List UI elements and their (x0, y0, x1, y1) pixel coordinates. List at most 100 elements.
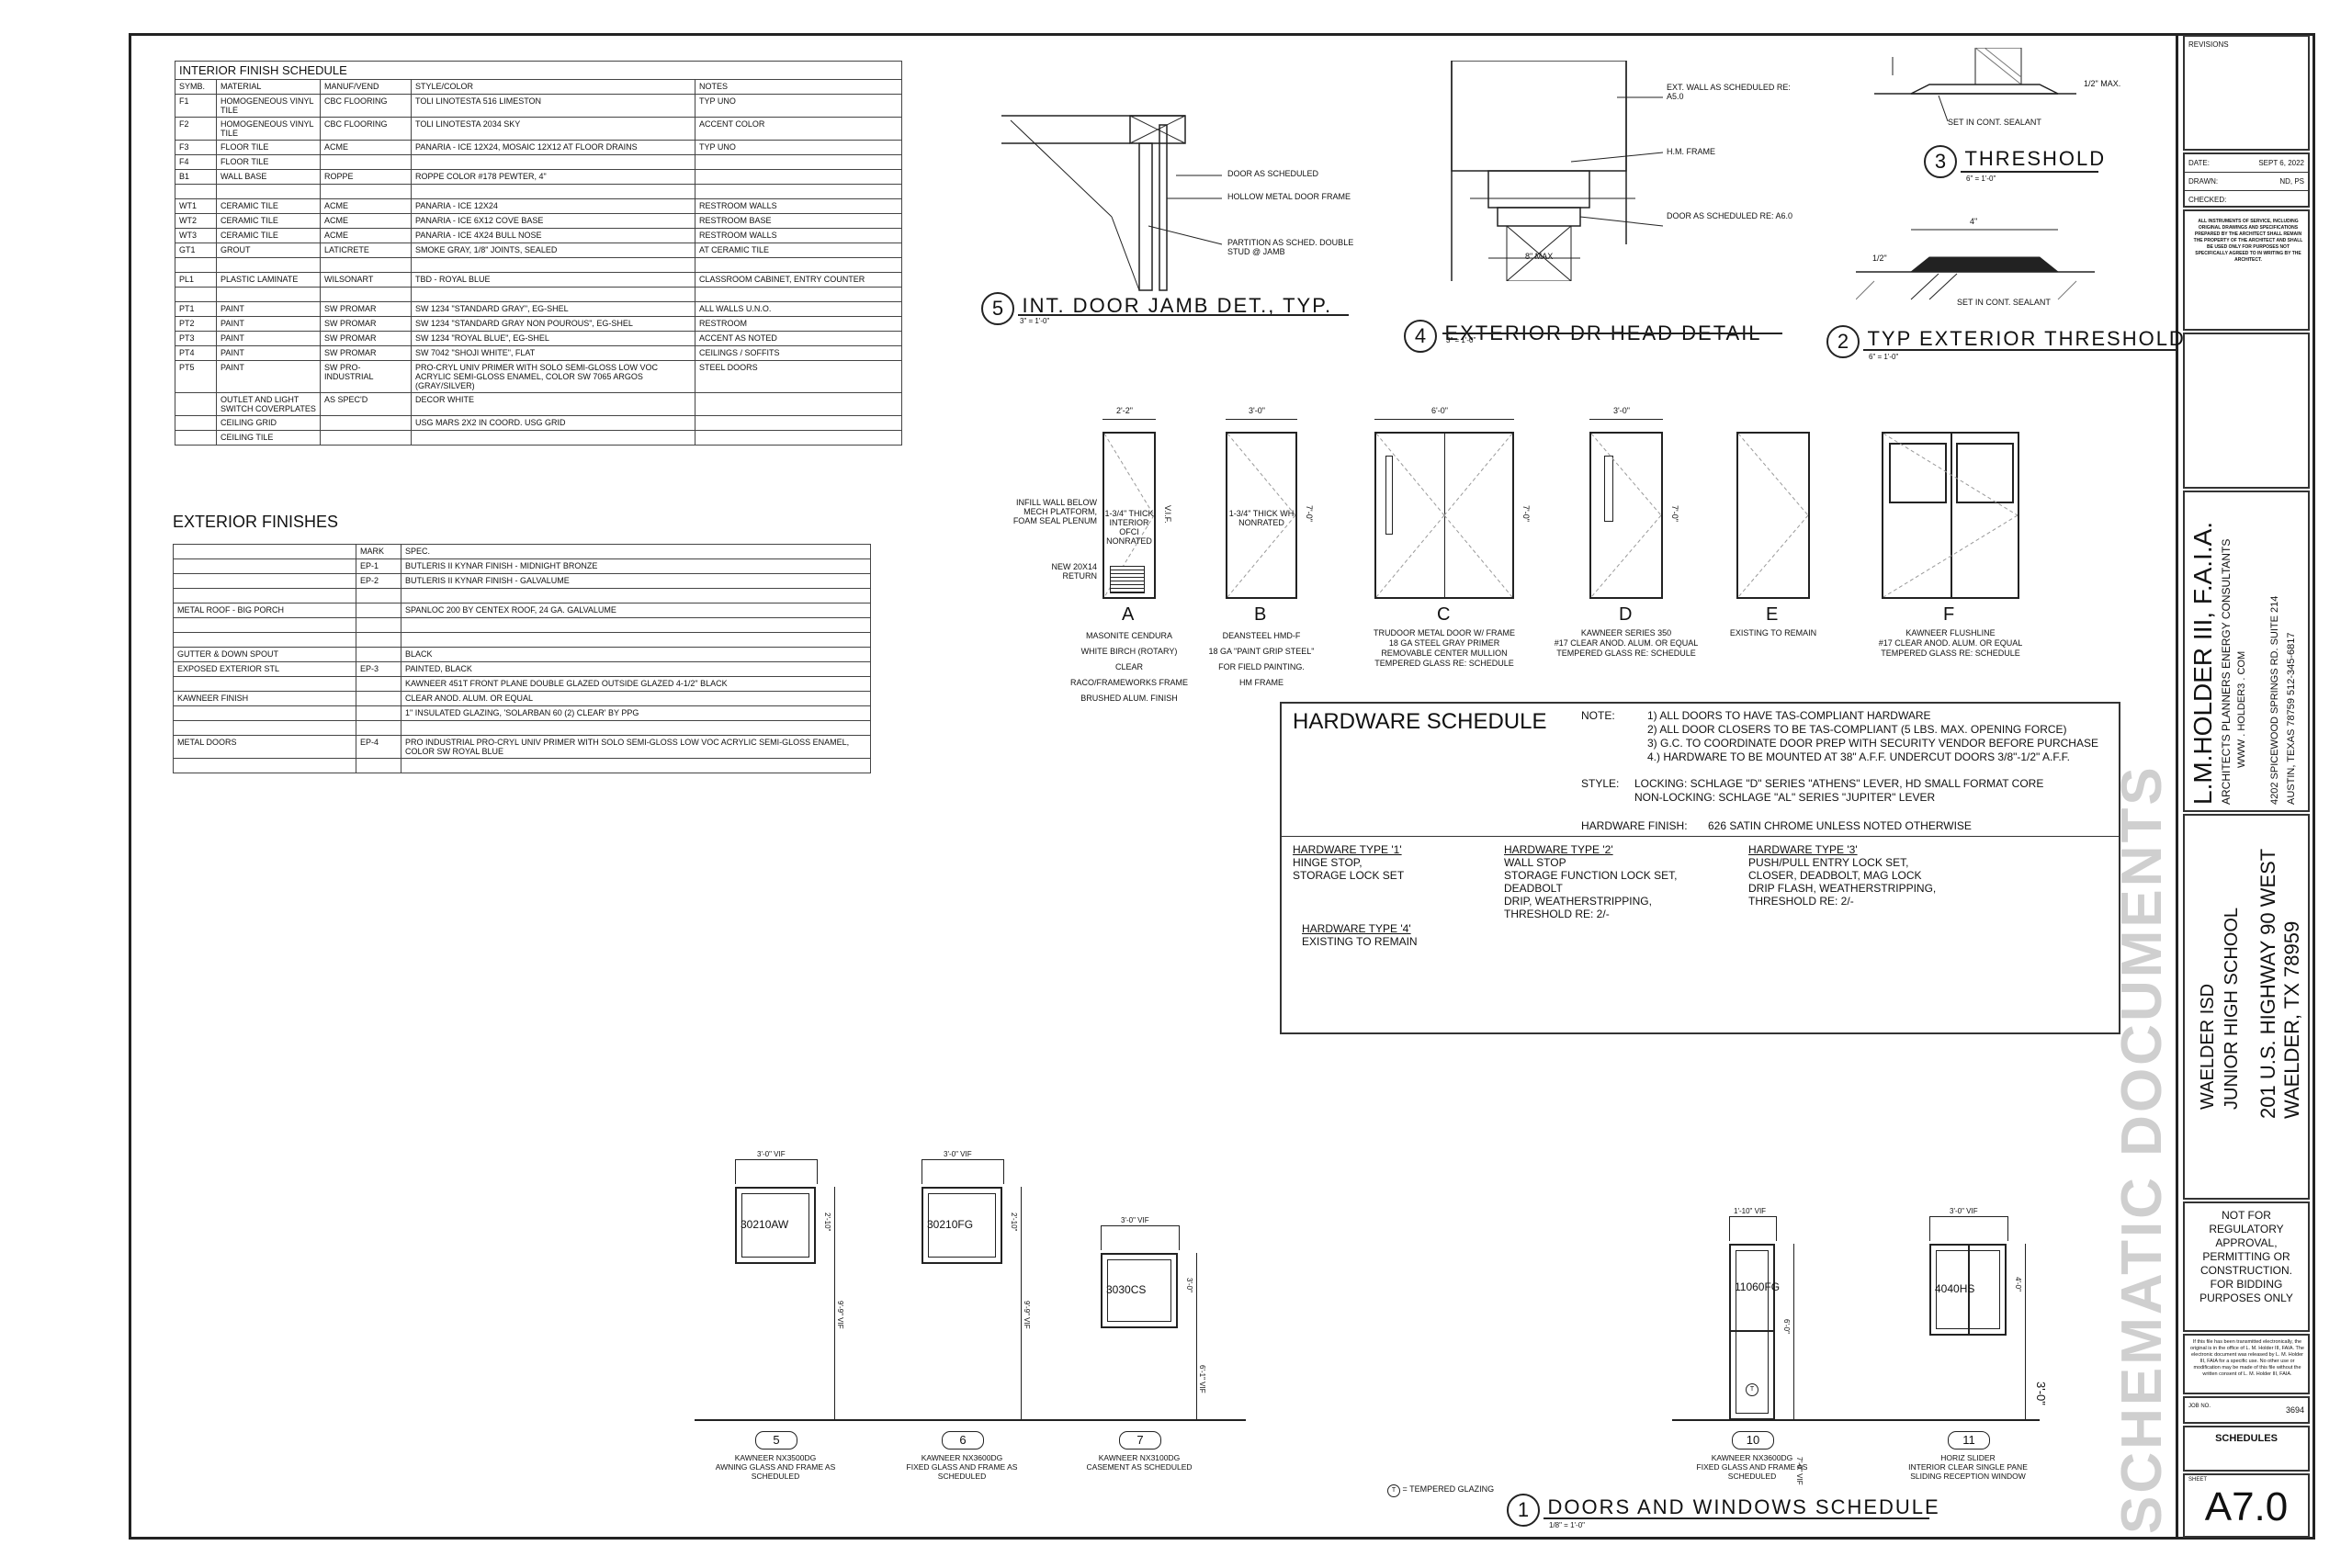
hardware-style-label: STYLE: (1581, 777, 1620, 790)
column-header: NOTES (695, 79, 902, 95)
hardware-type-label: HARDWARE TYPE '1' (1293, 843, 1402, 856)
table-cell: F1 (175, 94, 217, 118)
stamp-line: FOR BIDDING (2210, 1278, 2283, 1291)
stamp-line: REGULATORY (2209, 1223, 2284, 1235)
table-cell: SW PROMAR (320, 316, 412, 332)
detail-5-scale: 3" = 1'-0" (1020, 317, 1050, 325)
table-cell: USG MARS 2X2 IN COORD. USG GRID (411, 415, 695, 431)
window-tag: 5 (755, 1431, 797, 1450)
window-elevation-6 (922, 1187, 1002, 1264)
table-cell: CLEAR ANOD. ALUM. OR EQUAL (401, 691, 871, 706)
window-tag: 10 (1732, 1431, 1774, 1450)
client-name: WAELDER ISD (2198, 983, 2218, 1110)
tempered-glazing-text: = TEMPERED GLAZING (1402, 1484, 1495, 1494)
table-cell: PAINT (216, 345, 321, 361)
tempered-glazing-legend: T = TEMPERED GLAZING (1387, 1484, 1494, 1497)
door-height-dim: 7'-0" (1521, 505, 1531, 522)
table-cell (356, 720, 401, 736)
table-cell: PRO-CRYL UNIV PRIMER WITH SOLO SEMI-GLOS… (411, 360, 695, 393)
door-width-dim: 3'-0" (1613, 406, 1630, 415)
table-cell: ACME (320, 140, 412, 155)
stamp-line: PURPOSES ONLY (2199, 1292, 2293, 1304)
detail-3-underline (1961, 171, 2098, 173)
table-cell (356, 588, 401, 604)
detail-number: 3 (1924, 145, 1957, 178)
column-header: SPEC. (401, 544, 871, 559)
hardware-type-line: PUSH/PULL ENTRY LOCK SET, (1748, 856, 1909, 869)
table-cell (411, 430, 695, 446)
interior-finish-title: INTERIOR FINISH SCHEDULE (175, 61, 902, 80)
drawn-value: ND, PS (2279, 177, 2304, 186)
table-cell (695, 184, 902, 199)
table-cell: SW 1234 "STANDARD GRAY NON POUROUS", EG-… (411, 316, 695, 332)
table-cell (173, 676, 356, 692)
table-row (175, 287, 902, 302)
door-description-line: CLEAR (1114, 662, 1143, 671)
jamb-note-3: PARTITION AS SCHED. DOUBLE STUD @ JAMB (1227, 238, 1354, 256)
table-cell: CERAMIC TILE (216, 198, 321, 214)
window-elevation-11 (1929, 1244, 2007, 1336)
table-cell (695, 169, 902, 185)
door-swing-lines (1376, 434, 1512, 597)
table-cell: SW 1234 "STANDARD GRAY", EG-SHEL (411, 301, 695, 317)
window-tag-number: 7 (1136, 1433, 1144, 1447)
window-tag: 11 (1948, 1431, 1990, 1450)
window-width-dim: 3'-0" VIF (1950, 1207, 1978, 1215)
detail-title: THRESHOLD (1964, 147, 2107, 171)
schedule-1-scale: 1/8" = 1'-0" (1549, 1521, 1586, 1529)
table-cell (173, 720, 356, 736)
hardware-type-line: DEADBOLT (1504, 882, 1563, 895)
transmit-box: If this file has been transmitted electr… (2183, 1334, 2310, 1394)
door-swing-lines (1738, 434, 1808, 597)
table-cell: 1" INSULATED GLAZING, 'SOLARBAN 60 (2) C… (401, 705, 871, 721)
window-ground-line-1 (695, 1419, 1246, 1421)
project-address: 201 U.S. HIGHWAY 90 WEST (2256, 848, 2279, 1119)
table-cell: SW 1234 "ROYAL BLUE", EG-SHEL (411, 331, 695, 346)
window-description-line: KAWNEER NX3500DG (734, 1453, 817, 1462)
door-description-line: KAWNEER FLUSHLINE (1905, 628, 1996, 637)
table-cell: PT5 (175, 360, 217, 393)
door-inner-note: 1-3/4" THICK INTERIOR OFCI NONRATED (1104, 509, 1154, 546)
copyright-text: ALL INSTRUMENTS OF SERVICE, INCLUDING OR… (2193, 219, 2303, 263)
door-swing-lines (1227, 434, 1295, 597)
hardware-type-line: STORAGE FUNCTION LOCK SET, (1504, 869, 1678, 882)
jamb-note-1: DOOR AS SCHEDULED (1227, 169, 1319, 178)
sheet-number-box: SHEET A7.0 (2183, 1473, 2310, 1538)
hardware-style-1: LOCKING: SCHLAGE "D" SERIES "ATHENS" LEV… (1634, 777, 2044, 790)
hardware-type-label: HARDWARE TYPE '3' (1748, 843, 1858, 856)
table-cell: RESTROOM (695, 316, 902, 332)
detail-2-label: 2 TYP EXTERIOR THRESHOLD (1826, 325, 2186, 358)
hardware-type-3: HARDWARE TYPE '3'PUSH/PULL ENTRY LOCK SE… (1748, 843, 1936, 908)
hardware-title: HARDWARE SCHEDULE (1293, 709, 1547, 734)
window-description-line: SLIDING RECEPTION WINDOW (1910, 1472, 2026, 1481)
window-description-line: SCHEDULED (937, 1472, 987, 1481)
table-cell (356, 603, 401, 618)
sheet-border (129, 33, 2315, 1540)
table-cell (216, 184, 321, 199)
head-note-1: EXT. WALL AS SCHEDULED RE: A5.0 (1667, 83, 1791, 101)
table-cell: SW PRO-INDUSTRIAL (320, 360, 412, 393)
door-description-line: RACO/FRAMEWORKS FRAME (1069, 678, 1188, 687)
detail-number: 1 (1507, 1494, 1540, 1527)
table-row: 1" INSULATED GLAZING, 'SOLARBAN 60 (2) C… (173, 705, 871, 721)
column-header: MATERIAL (216, 79, 321, 95)
hardware-type-line: DRIP FLASH, WEATHERSTRIPPING, (1748, 882, 1937, 895)
window-height-dim: 2'-10" (1010, 1213, 1018, 1232)
revisions-label: REVISIONS (2188, 40, 2229, 49)
table-cell: LATICRETE (320, 243, 412, 258)
window-description-line: FIXED GLASS AND FRAME AS (906, 1462, 1018, 1472)
table-cell (356, 705, 401, 721)
detail-title: INT. DOOR JAMB DET., TYP. (1022, 294, 1333, 318)
window-tag-number: 11 (1962, 1433, 1975, 1447)
door-type-letter: D (1619, 604, 1633, 625)
table-cell: AS SPEC'D (320, 392, 412, 416)
